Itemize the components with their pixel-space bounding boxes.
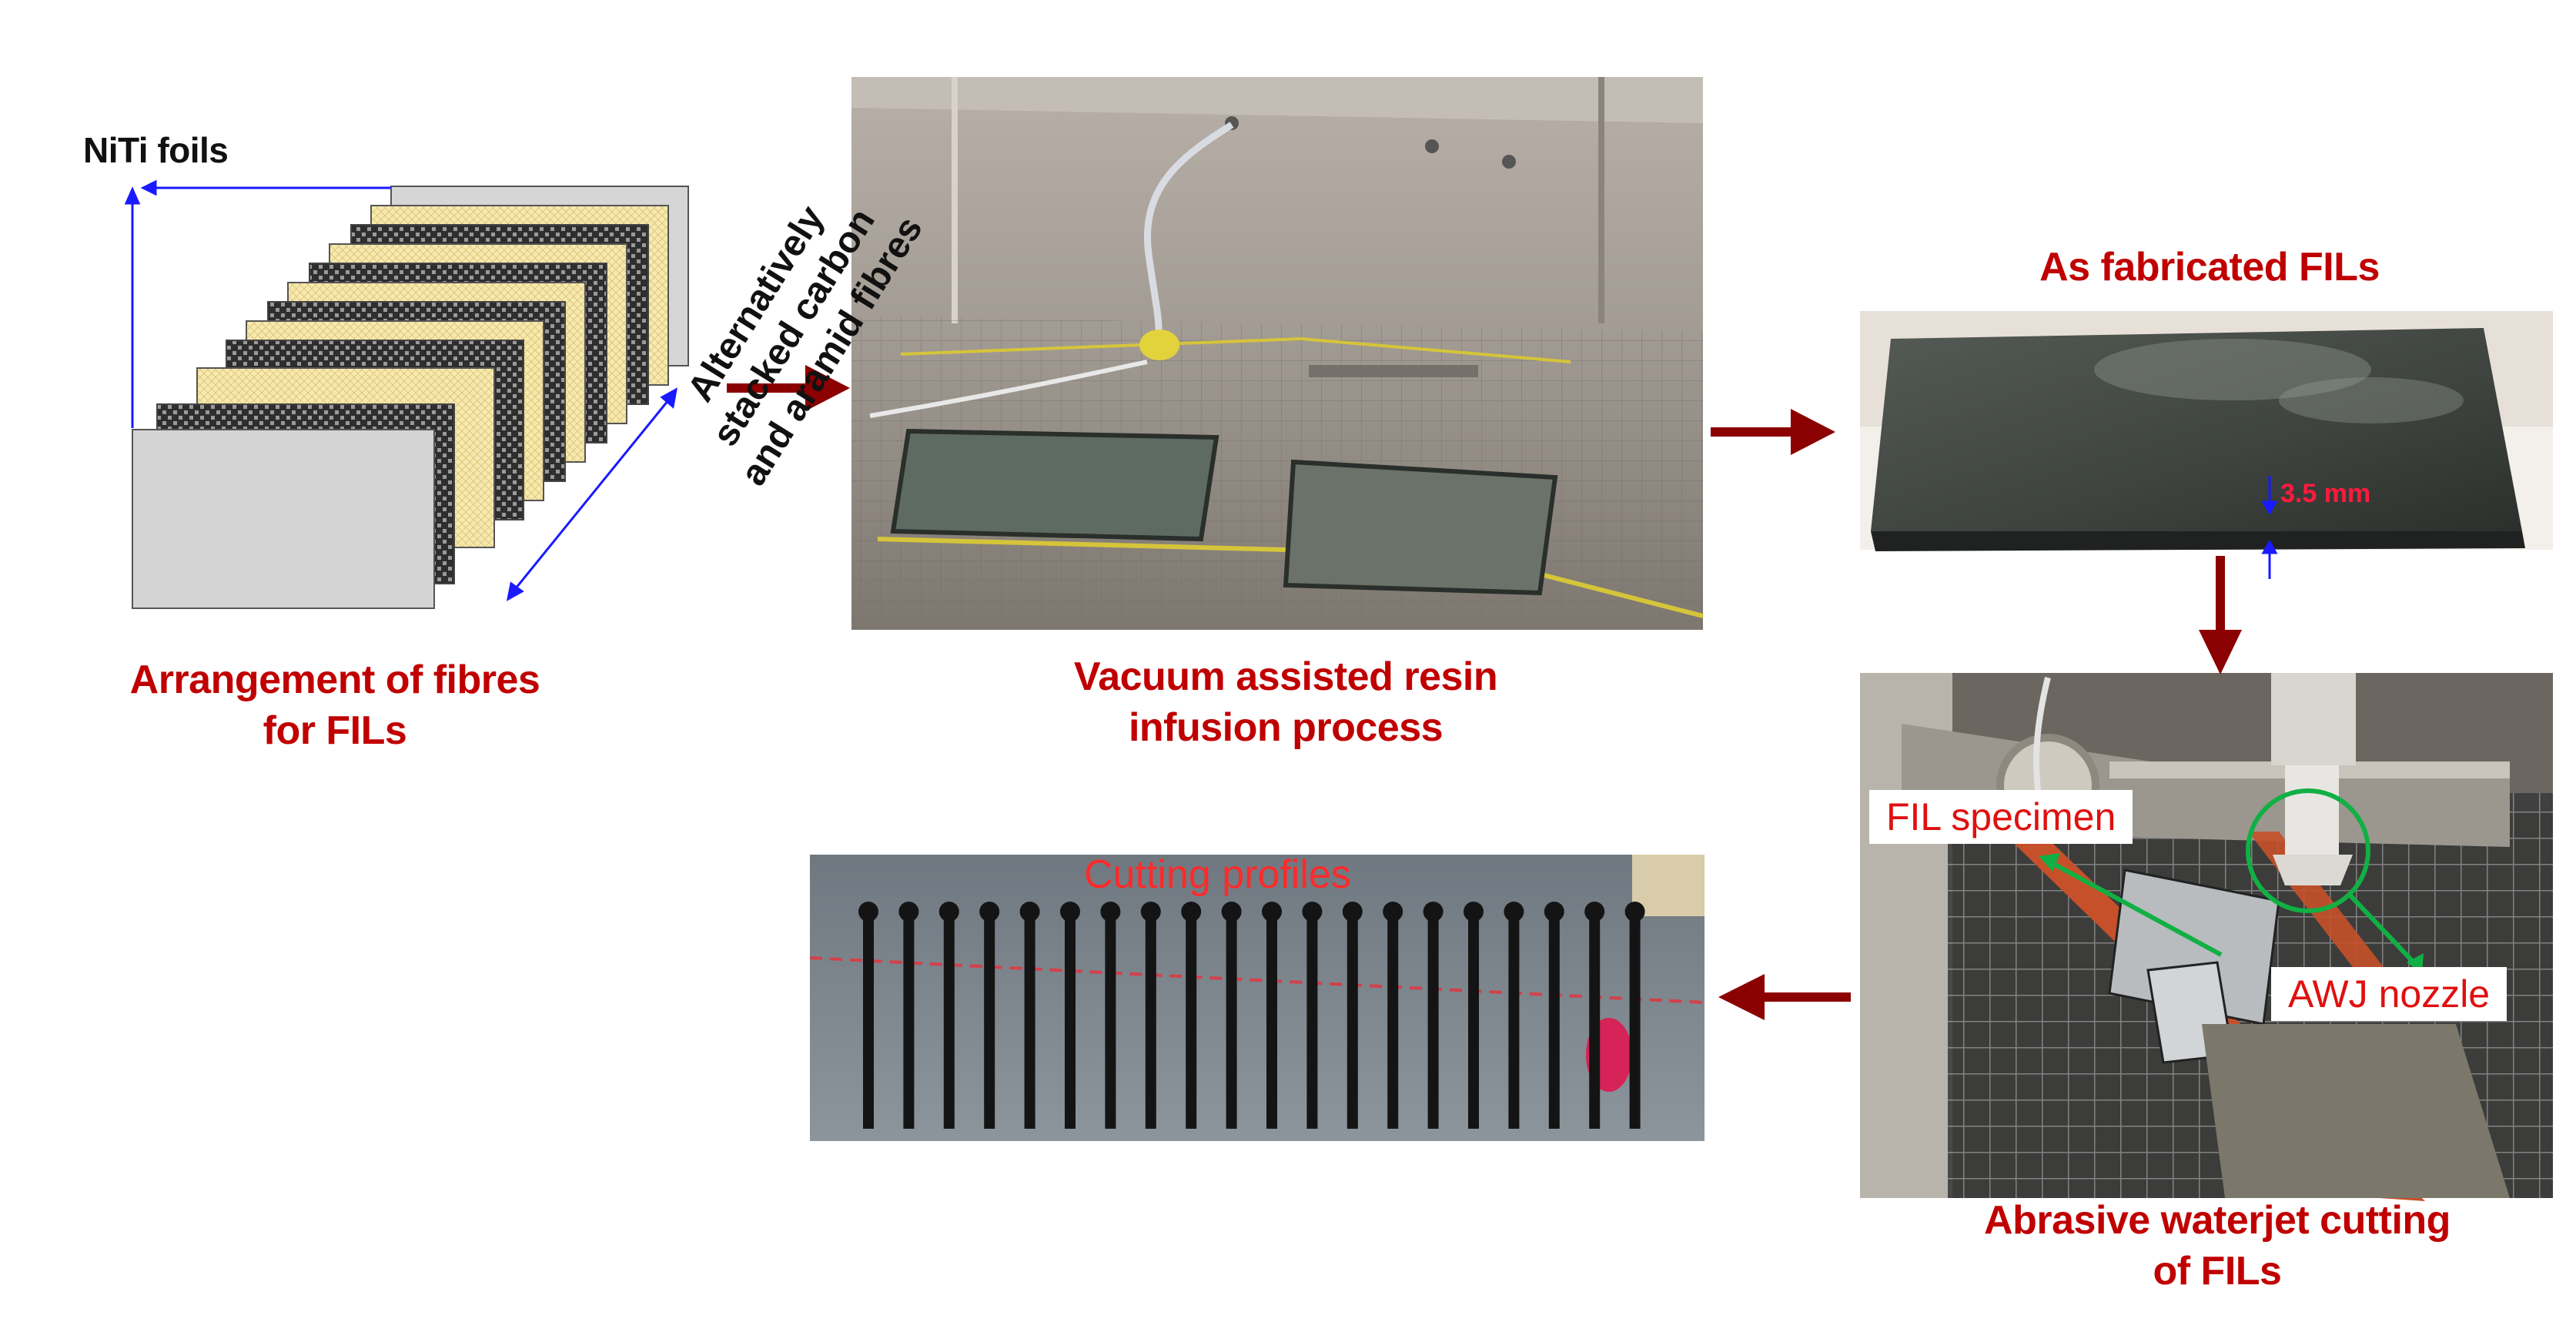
cut-slot-hole	[858, 902, 878, 922]
fibre-stack-diagram	[124, 179, 689, 609]
arrangement-line-2: for FILs	[263, 708, 407, 753]
cut-slot	[1024, 912, 1035, 1129]
cut-slot-hole	[1302, 902, 1323, 922]
flow-arrow-3	[2199, 556, 2242, 674]
cut-slot	[1306, 912, 1318, 1129]
cut-slot-hole	[979, 902, 1000, 922]
cut-slot-hole	[1584, 902, 1605, 922]
abrasive-line-2: of FILs	[2153, 1249, 2282, 1294]
cut-slot-hole	[1140, 902, 1161, 922]
awj-nozzle-callout: AWJ nozzle	[2271, 967, 2507, 1021]
cut-slot-hole	[1383, 902, 1403, 922]
cut-slot-hole	[1624, 902, 1645, 922]
abrasive-line-1: Abrasive waterjet cutting	[1984, 1198, 2451, 1243]
fabricated-plate-photo	[1860, 311, 2553, 579]
cut-slot	[903, 912, 915, 1129]
vacuum-line-1: Vacuum assisted resin	[1073, 654, 1498, 699]
arrangement-caption: Arrangement of fibres for FILs	[69, 654, 601, 756]
cutting-profiles-label: Cutting profiles	[1084, 852, 1351, 897]
cutting-profiles-photo	[809, 855, 1705, 1141]
niti-pointer-arrow	[124, 179, 391, 428]
cut-slot-hole	[1221, 902, 1242, 922]
cut-slot	[1548, 912, 1560, 1129]
cut-slot-hole	[1464, 902, 1484, 922]
thickness-markers	[2261, 476, 2278, 579]
cut-slot	[863, 912, 874, 1129]
cut-slot	[943, 912, 955, 1129]
cut-slots	[858, 902, 1645, 1129]
cut-slot-hole	[1423, 902, 1444, 922]
cut-slot-hole	[1342, 902, 1363, 922]
cut-slot-hole	[1181, 902, 1202, 922]
cut-slot	[1347, 912, 1358, 1129]
cut-slot	[1145, 912, 1156, 1129]
vacuum-line-2: infusion process	[1128, 705, 1444, 750]
fil-specimen-callout: FIL specimen	[1869, 790, 2133, 844]
cut-slot	[1266, 912, 1277, 1129]
cut-slot	[984, 912, 995, 1129]
cut-slot	[1065, 912, 1076, 1129]
callout-pointers	[2046, 788, 2420, 969]
cut-slot	[1589, 912, 1601, 1129]
cut-slot	[1629, 912, 1641, 1129]
cut-slot	[1468, 912, 1479, 1129]
abrasive-caption: Abrasive waterjet cutting of FILs	[1909, 1195, 2525, 1297]
cut-slot	[1427, 912, 1439, 1129]
cut-slot	[1186, 912, 1197, 1129]
stack-direction-arrow	[506, 387, 678, 601]
cut-slot-hole	[1019, 902, 1040, 922]
cut-slot-hole	[1262, 902, 1282, 922]
cut-slot	[1508, 912, 1520, 1129]
vacuum-caption: Vacuum assisted resin infusion process	[993, 651, 1578, 753]
flow-arrow-1	[727, 365, 850, 411]
waterjet-photo	[1860, 673, 2553, 1201]
cut-slot-hole	[1544, 902, 1564, 922]
cut-slot	[1387, 912, 1399, 1129]
cut-slot-hole	[898, 902, 919, 922]
niti-foils-label: NiTi foils	[83, 130, 229, 170]
niti-foil-bottom	[132, 429, 435, 609]
cut-slot-hole	[1060, 902, 1080, 922]
flow-arrow-4	[1718, 974, 1851, 1020]
cut-slot	[1226, 912, 1237, 1129]
flow-arrow-2	[1711, 409, 1835, 455]
cut-slot-hole	[1100, 902, 1121, 922]
arrangement-line-1: Arrangement of fibres	[129, 658, 540, 702]
cut-slot	[1105, 912, 1116, 1129]
cut-slot-hole	[1504, 902, 1524, 922]
as-fabricated-caption: As fabricated FILs	[2039, 245, 2380, 290]
process-flow-arrows	[727, 365, 2242, 1020]
cut-slot-hole	[938, 902, 959, 922]
vacuum-infusion-photo	[851, 77, 1704, 630]
thickness-label: 3.5 mm	[2280, 479, 2371, 508]
